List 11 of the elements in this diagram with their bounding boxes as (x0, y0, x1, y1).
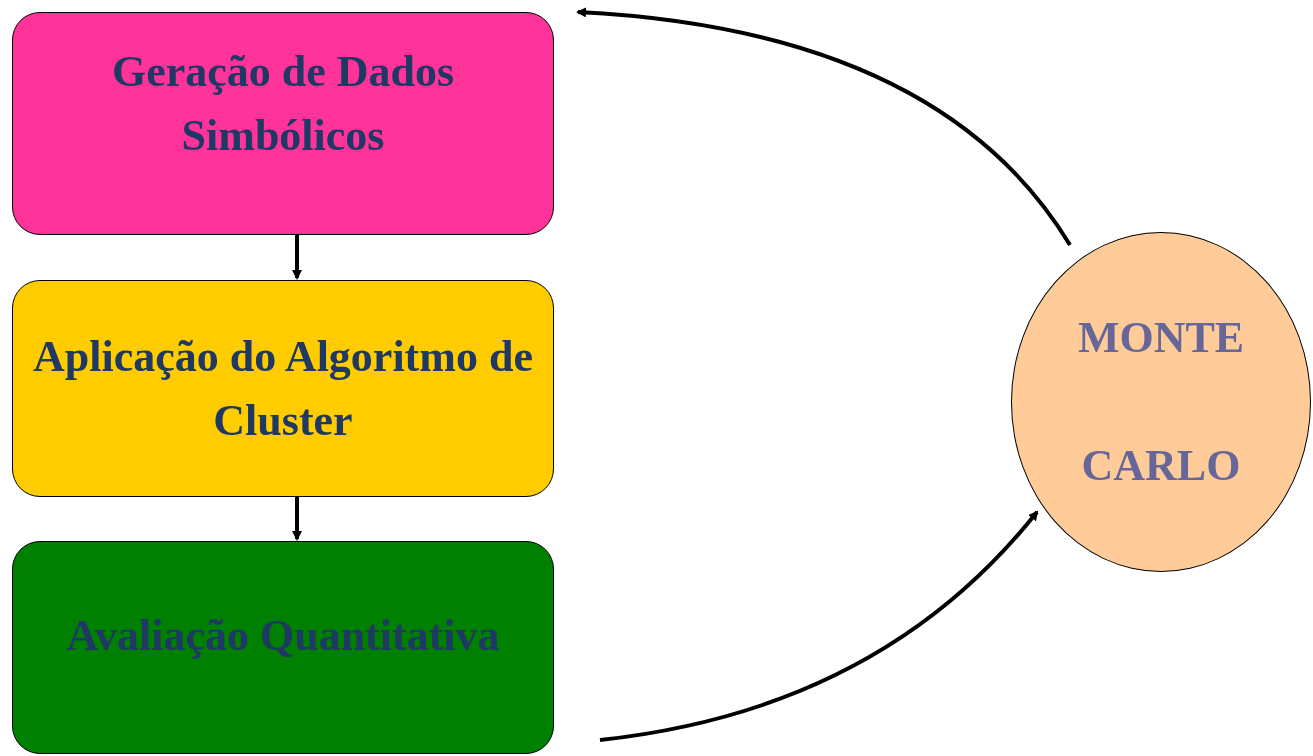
process-box (12, 12, 554, 235)
node-label: Avaliação Quantitativa (66, 609, 500, 662)
node-label: Geração de Dados Simbólicos (110, 45, 456, 162)
arrow (292, 497, 302, 541)
arrow (599, 510, 1039, 742)
process-box (12, 541, 554, 754)
node-label: Aplicação do Algoritmo de Cluster (32, 330, 534, 447)
node-label: MONTE CARLO (1076, 312, 1246, 492)
arrow (292, 235, 302, 280)
arrow (576, 7, 1072, 247)
process-box (12, 280, 554, 497)
